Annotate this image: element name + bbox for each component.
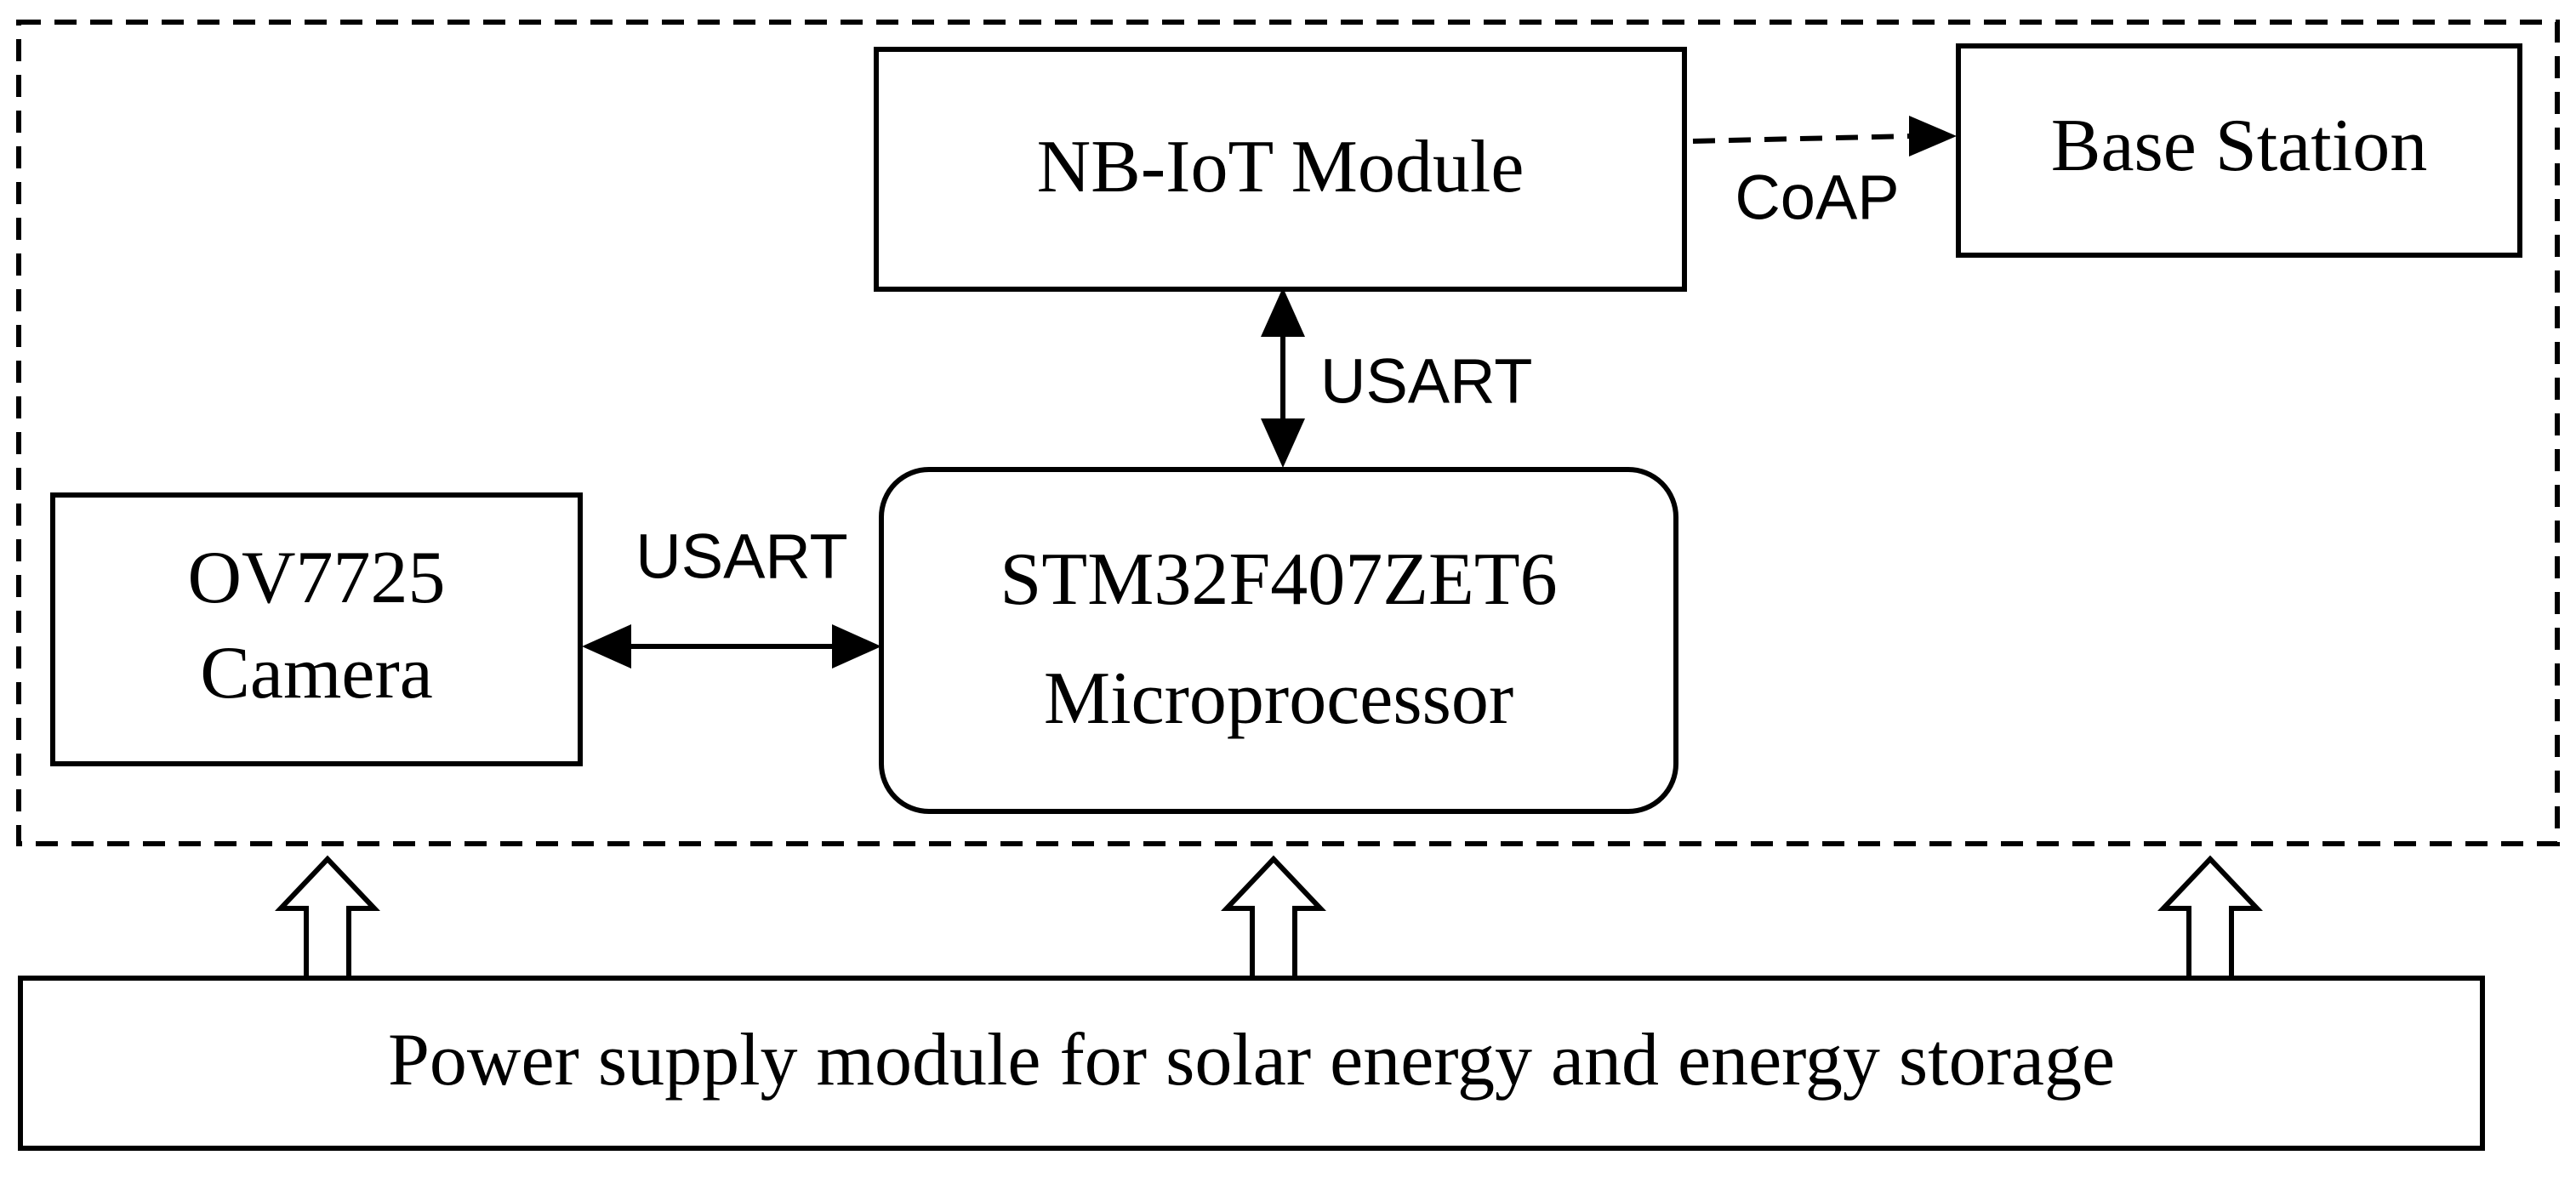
base-station-label: Base Station <box>2051 105 2427 187</box>
coap-label: CoAP <box>1735 162 1899 233</box>
power-supply-node: Power supply module for solar energy and… <box>18 976 2485 1151</box>
power-supply-label: Power supply module for solar energy and… <box>388 1019 2115 1101</box>
power-feed-arrow-left <box>275 855 380 981</box>
power-feed-arrow-right <box>2157 855 2263 981</box>
usart-horizontal-edge: USART <box>582 521 881 669</box>
microprocessor-node: STM32F407ZET6 Microprocessor <box>879 467 1678 814</box>
microprocessor-label-line2: Microprocessor <box>1044 657 1513 740</box>
nbiot-module-label: NB-IoT Module <box>1037 126 1525 208</box>
usart-vertical-head-down <box>1261 418 1305 468</box>
nbiot-module-node: NB-IoT Module <box>874 47 1687 292</box>
camera-label-line2: Camera <box>200 632 433 714</box>
coap-edge: CoAP <box>1692 116 1957 233</box>
power-feed-arrow-center <box>1221 855 1326 981</box>
usart-horizontal-head-left <box>582 624 631 669</box>
microprocessor-label-line1: STM32F407ZET6 <box>1000 538 1557 621</box>
coap-edge-line <box>1692 134 1912 144</box>
system-enclosure <box>16 20 2560 846</box>
usart-horizontal-head-right <box>832 624 881 669</box>
camera-label-line1: OV7725 <box>187 537 445 619</box>
base-station-node: Base Station <box>1956 43 2522 258</box>
coap-arrowhead <box>1909 116 1957 156</box>
usart-vertical-label: USART <box>1320 346 1532 417</box>
camera-node: OV7725 Camera <box>50 492 583 766</box>
usart-horizontal-label: USART <box>635 521 847 592</box>
usart-vertical-edge: USART <box>1261 287 1532 468</box>
usart-vertical-head-up <box>1261 287 1305 337</box>
